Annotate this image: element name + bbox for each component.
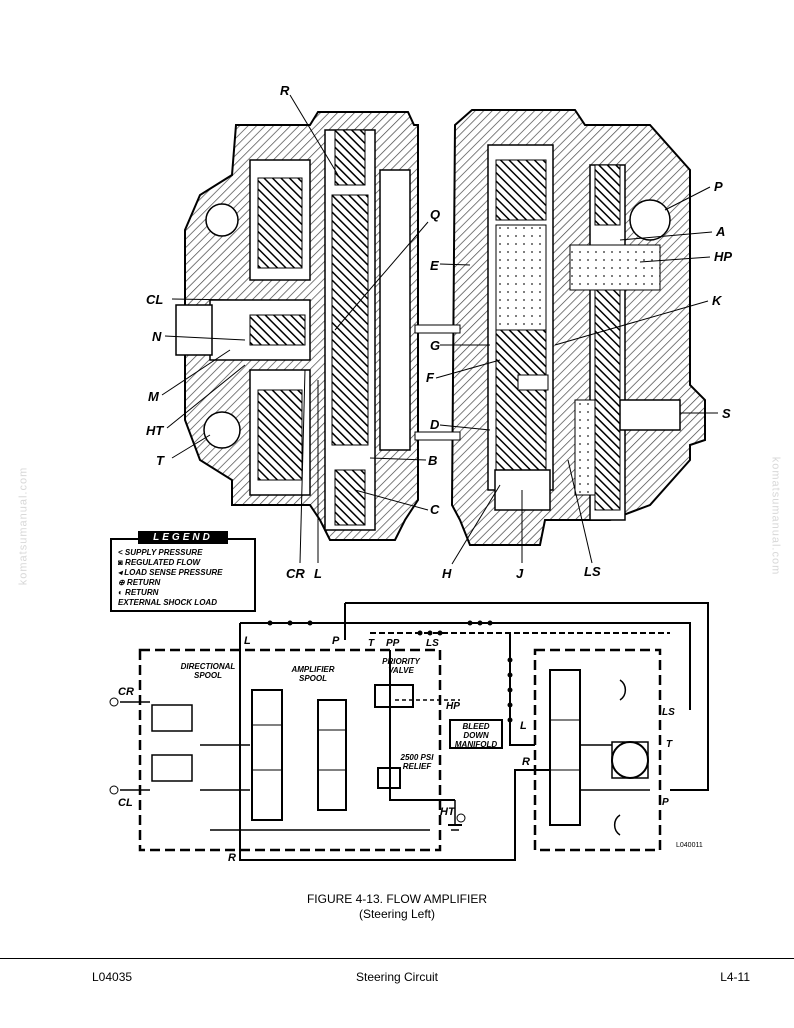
schem-L: L (244, 635, 251, 647)
schem-drawing-code: L040011 (676, 842, 703, 849)
figure-caption-title: FIGURE 4-13. FLOW AMPLIFIER (306, 892, 488, 906)
label-C: C (430, 502, 440, 517)
legend-item-return-2: ◐ RETURN (118, 588, 159, 597)
schem-relief: 2500 PSI RELIEF (400, 753, 434, 771)
legend-item-return: ⊕ RETURN (118, 578, 161, 587)
label-J: J (516, 566, 524, 581)
label-HP: HP (714, 249, 733, 264)
schem-amplifier-spool: AMPLIFIER SPOOL (291, 665, 335, 683)
schem-PP: PP (386, 638, 400, 649)
figure-caption-subtitle: (Steering Left) (358, 907, 436, 921)
schem-R-right: R (522, 756, 530, 768)
legend-item-supply: < SUPPLY PRESSURE (118, 548, 203, 557)
schem-directional-spool: DIRECTIONAL SPOOL (180, 662, 236, 680)
legend-box: LEGEND < SUPPLY PRESSURE ◙ REGULATED FLO… (110, 531, 256, 612)
watermark-right: komatsumanual.com (769, 456, 782, 576)
label-L: L (314, 566, 322, 581)
label-M: M (148, 389, 159, 404)
footer-doc-code: L04035 (92, 970, 133, 984)
label-K: K (712, 293, 722, 308)
schem-HT: HT (440, 806, 455, 818)
label-Q: Q (430, 207, 441, 222)
label-B: B (428, 453, 438, 468)
label-S: S (722, 406, 731, 421)
label-A: A (716, 224, 726, 239)
legend-item-regulated: ◙ REGULATED FLOW (118, 558, 201, 567)
label-HT: HT (146, 423, 164, 438)
schem-CL: CL (118, 797, 133, 809)
right-valve-body (450, 109, 706, 546)
label-CL: CL (146, 292, 164, 307)
left-valve-body (175, 111, 419, 541)
label-F: F (426, 370, 434, 385)
schematic-flow-markers (109, 620, 513, 823)
connecting-passages (414, 324, 461, 441)
label-P: P (714, 179, 723, 194)
label-G: G (430, 338, 441, 353)
legend-item-shock: EXTERNAL SHOCK LOAD (118, 598, 217, 607)
label-LS: LS (584, 564, 601, 579)
schem-LS-right: LS (662, 707, 675, 718)
schem-priority-valve: PRIORITY VALVE (382, 657, 420, 675)
label-CR: CR (286, 566, 305, 581)
hydraulic-schematic (120, 602, 709, 861)
schem-L-right: L (520, 720, 527, 732)
schem-CR: CR (118, 686, 134, 698)
label-T: T (156, 453, 164, 468)
schem-T: T (368, 638, 375, 649)
schem-bleed-down: BLEED DOWN MANIFOLD (454, 722, 498, 749)
schem-T-right: T (666, 739, 673, 750)
label-E: E (430, 258, 439, 273)
schem-LS: LS (426, 638, 439, 649)
schem-P-right: P (662, 797, 669, 808)
footer-page-number: L4-11 (720, 970, 750, 984)
footer-section-title: Steering Circuit (355, 970, 439, 984)
schem-R-left: R (228, 852, 236, 864)
legend-title: LEGEND (138, 531, 228, 544)
label-R: R (280, 83, 290, 98)
schem-P: P (332, 635, 340, 647)
label-H: H (442, 566, 452, 581)
leader-lines (161, 94, 718, 565)
watermark-left: komatsumanual.com (17, 466, 30, 586)
schem-HP: HP (446, 701, 460, 712)
footer-rule (0, 958, 794, 959)
legend-item-load-sense: ◂ LOAD SENSE PRESSURE (118, 568, 223, 577)
label-D: D (430, 417, 440, 432)
label-N: N (152, 329, 162, 344)
